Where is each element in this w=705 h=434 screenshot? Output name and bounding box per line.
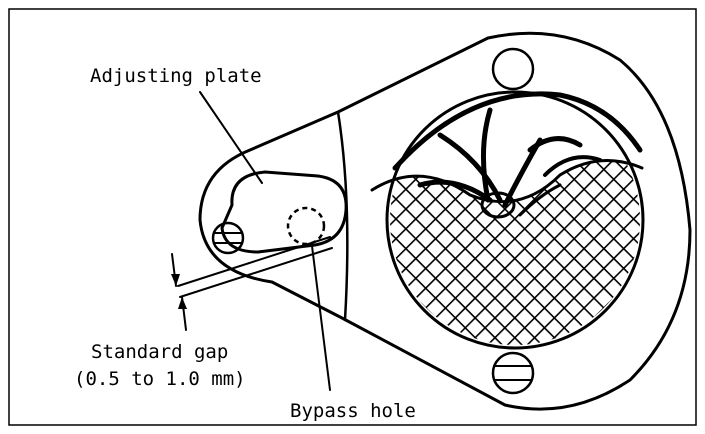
gap-line-lower: [179, 247, 333, 298]
adjusting-plate: [220, 170, 348, 254]
label-bypass-hole: Bypass hole: [290, 400, 416, 422]
gap-dimension-arrows: [171, 253, 187, 331]
mesh-screen: [390, 160, 640, 345]
impeller-hub: [480, 191, 516, 219]
figure-frame: [8, 8, 697, 426]
screw-left-icon: [211, 221, 245, 255]
label-standard-gap: Standard gap: [91, 341, 228, 363]
leader-adjusting-plate: [199, 91, 263, 184]
filter-disc: [385, 90, 645, 350]
disc-rim: [392, 91, 643, 171]
label-standard-gap-value: (0.5 to 1.0 mm): [74, 368, 246, 390]
label-adjusting-plate: Adjusting plate: [90, 65, 262, 87]
housing-outline: [198, 31, 692, 411]
gap-line-upper: [177, 236, 331, 287]
leader-bypass-hole: [311, 245, 331, 391]
mounting-hole-top: [491, 47, 535, 91]
bypass-hole: [286, 206, 326, 246]
screw-bottom-icon: [491, 351, 535, 395]
